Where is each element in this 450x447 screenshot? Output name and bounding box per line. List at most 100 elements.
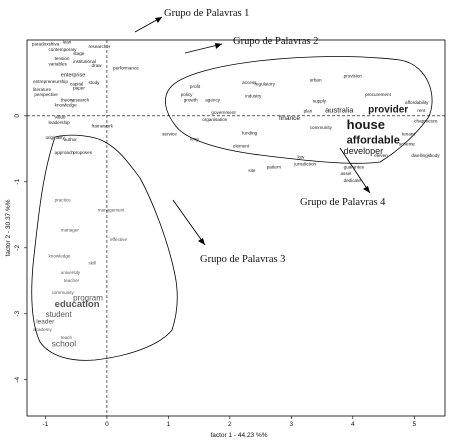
y-tick-label: -3 [14, 310, 21, 316]
word-label-group-1: value [55, 114, 66, 119]
word-label-group-1: lean [63, 39, 72, 44]
word-label-group-4: guarantee [344, 165, 365, 170]
word-label-group-2: profit [190, 84, 201, 89]
plot-frame [26, 39, 446, 417]
word-label-group-3: academy [33, 327, 52, 332]
word-label-group-1: enterprise [61, 72, 85, 78]
word-label-group-3: knowledge [49, 254, 71, 259]
word-label-group-3: community [52, 290, 75, 295]
word-label-group-4: scheme [399, 142, 416, 147]
y-tick-label: -1 [14, 179, 21, 185]
word-label-group-2: growth [184, 97, 198, 102]
word-label-group-2: element [233, 144, 250, 149]
word-label-group-4: dwellings [411, 153, 431, 158]
word-label-group-4: tenant [402, 132, 415, 137]
y-tick-label: -2 [14, 245, 21, 251]
word-label-group-3: student [45, 310, 72, 319]
word-label-group-4: low [297, 155, 305, 160]
y-tick-label: 0 [14, 114, 21, 118]
annotation-group-2: Grupo de Palavras 2 [233, 36, 319, 47]
word-label-group-2: long [190, 136, 199, 141]
word-label-group-1: perspective [34, 92, 58, 97]
word-label-group-2: regulatory [254, 82, 275, 87]
x-tick-label: 3 [290, 421, 294, 428]
word-label-group-3: education [55, 299, 100, 310]
word-label-group-4: asset [341, 171, 353, 176]
word-label-group-1: performance [113, 66, 139, 71]
arrow-head-group-4 [363, 186, 370, 193]
word-label-group-4: eleven [374, 153, 388, 158]
word-label-group-3: effective [110, 237, 127, 242]
word-label-group-4: provider [368, 105, 408, 116]
arrow-group-3 [172, 199, 206, 246]
y-axis-label: factor 2 - 30.37 %% [5, 199, 12, 256]
word-label-group-1: study [88, 80, 100, 85]
word-label-group-4: supply [313, 99, 327, 104]
word-label-group-4: developer [344, 146, 384, 156]
word-label-group-2: service [162, 132, 177, 137]
x-tick-label: 0 [105, 421, 109, 428]
word-label-group-1: paper [73, 85, 85, 90]
word-label-group-4: urban [310, 78, 322, 83]
word-label-group-4: australia [325, 106, 354, 115]
word-label-group-4: plan [304, 109, 313, 114]
word-label-group-1: approach [55, 150, 75, 155]
word-label-group-1: literature [33, 87, 51, 92]
annotation-group-1: Grupo de Palavras 1 [164, 8, 250, 19]
cluster-outline-group-2 [165, 56, 433, 164]
word-label-group-1: framework [92, 124, 114, 129]
word-label-group-4: dedicate [344, 178, 362, 183]
x-axis-label: factor 1 - 44.23 %% [210, 432, 267, 439]
word-label-group-3: school [52, 339, 77, 349]
y-tick-label: -4 [14, 376, 21, 382]
word-label-group-1: contemporary [49, 47, 78, 52]
word-label-group-2: industry [245, 93, 262, 98]
y-axis-ticks: 0 -1 -2 -3 -4 [14, 114, 27, 383]
word-label-group-3: university [61, 270, 81, 275]
word-label-group-2: site [248, 168, 256, 173]
word-label-group-3: skill [88, 260, 96, 265]
word-label-group-1: proposes [73, 150, 93, 155]
word-label-group-1: institutional [73, 59, 96, 64]
word-label-group-4: affordable [347, 135, 400, 147]
word-label-group-4: affordability [405, 100, 429, 105]
word-label-group-1: theory [61, 97, 74, 102]
word-label-group-2: access [242, 80, 257, 85]
arrow-group-4 [339, 147, 371, 194]
word-label-group-4: chaproeure [414, 118, 438, 123]
word-label-group-1: draw [92, 63, 103, 68]
word-label-group-2: agency [205, 97, 221, 102]
arrow-head-group-3 [198, 238, 205, 245]
word-label-group-4: body [430, 153, 441, 158]
word-label-group-4: community [310, 125, 333, 130]
x-tick-label: -1 [43, 421, 49, 428]
word-label-group-4: rent [417, 108, 426, 113]
word-label-group-3: program [73, 294, 103, 303]
word-label-group-1: knowledge [55, 103, 77, 108]
word-label-group-1: entrepreneurship [33, 79, 68, 84]
word-label-group-1: stage [73, 51, 85, 56]
word-label-group-3: manager [61, 227, 80, 232]
word-label-group-3: management [98, 208, 126, 213]
cluster-outline-group-3 [31, 134, 178, 361]
word-label-group-2: organisation [202, 117, 227, 122]
word-label-group-2: government [211, 110, 236, 115]
word-label-group-1: author [64, 137, 77, 142]
word-label-group-1: capital [70, 82, 83, 87]
word-label-group-1: paradox [32, 41, 49, 46]
word-label-group-3: leader [36, 319, 55, 326]
arrow-head-group-1 [155, 17, 162, 23]
x-tick-label: 2 [228, 421, 232, 428]
word-label-group-1: research [71, 97, 89, 102]
x-tick-label: 4 [351, 421, 355, 428]
word-label-group-3: teach [61, 335, 73, 340]
word-label-group-3: teacher [64, 278, 80, 283]
word-label-group-2: finance [279, 115, 300, 122]
word-label-group-4: procurement [365, 92, 392, 97]
word-label-group-2: pattern [267, 165, 282, 170]
word-label-group-1: originality [45, 135, 65, 140]
annotation-group-3: Grupo de Palavras 3 [200, 254, 286, 265]
